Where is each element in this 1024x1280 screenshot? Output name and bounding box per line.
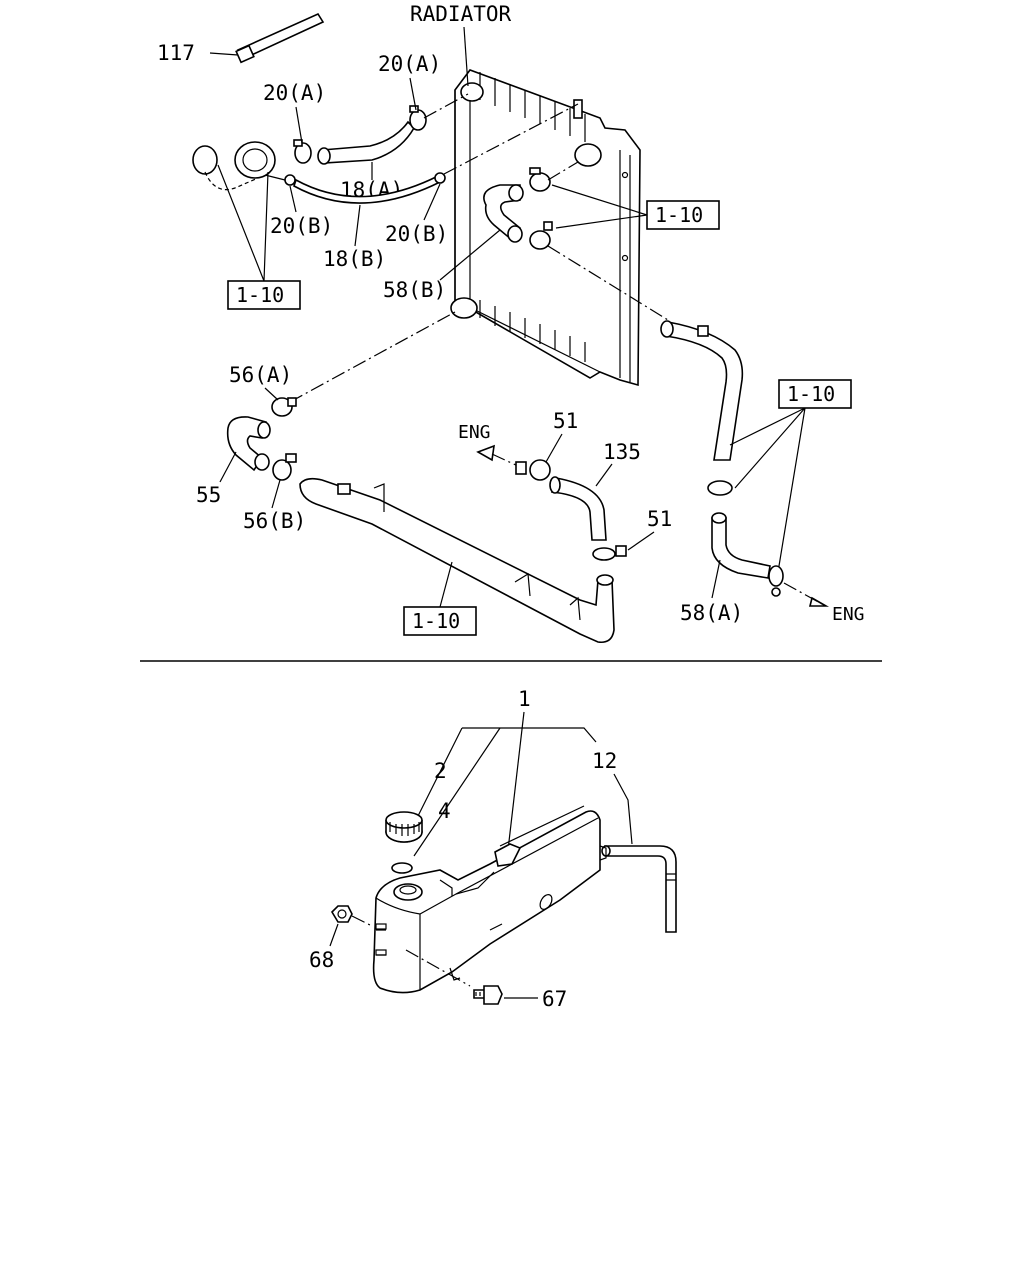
leader-20a-top (409, 77, 417, 111)
leader-ref-box-bottom (439, 561, 453, 608)
part-18a-upper-hose (317, 120, 416, 165)
leader-12 (613, 773, 633, 845)
clamp-20a-right (409, 105, 427, 131)
part-2-tank-cap (385, 811, 423, 843)
callout-20a-top: 20(A) (378, 52, 441, 76)
callout-4: 4 (438, 799, 451, 823)
callout-20b-left: 20(B) (270, 214, 333, 238)
clamp-20b-left (284, 174, 296, 186)
leader-58b (439, 229, 501, 281)
leader-56a (264, 387, 279, 401)
clamp-58a-top (707, 480, 733, 496)
eng-label-left: ENG (458, 422, 491, 443)
clamp-56a (271, 397, 297, 417)
water-pipe (299, 477, 615, 644)
ref-box-right-top-label: 1-10 (655, 203, 703, 227)
clamp-51-top (515, 459, 551, 481)
clamp-51-bottom (592, 545, 627, 561)
leader-117 (209, 52, 239, 56)
radiator-label: RADIATOR (410, 2, 512, 26)
ref-box-right-mid[interactable]: 1-10 (778, 379, 852, 409)
leader-1 (507, 711, 525, 851)
callout-20a-left: 20(A) (263, 81, 326, 105)
callout-56a: 56(A) (229, 363, 292, 387)
callout-67: 67 (542, 987, 567, 1011)
leader-20b-left (289, 185, 297, 213)
part-67-bolt (473, 985, 503, 1005)
leader-1-to-2 (413, 727, 463, 825)
dash-18b-radiator (443, 103, 579, 175)
part-4-gasket (391, 862, 413, 874)
radiator-leader (463, 26, 469, 87)
leader-18b (354, 204, 361, 247)
callout-68: 68 (309, 948, 334, 972)
dash-20a-radiator (423, 93, 469, 119)
clamp-20b-right (434, 172, 446, 184)
arrow-eng-left (476, 444, 495, 462)
arrow-eng-right (808, 596, 830, 607)
dash-to-eng-left (491, 453, 519, 467)
part-68-nut (330, 905, 353, 923)
dash-58b-top (547, 161, 579, 181)
leader-20a-left (295, 106, 303, 144)
leader-1-bracket (462, 727, 597, 743)
clamp-20a-left (293, 139, 312, 164)
ref-box-left[interactable]: 1-10 (227, 280, 301, 310)
leader-51-bottom (627, 531, 655, 551)
callout-2: 2 (434, 759, 447, 783)
clamp-56b (272, 453, 297, 481)
callout-18b: 18(B) (323, 247, 386, 271)
callout-58a: 58(A) (680, 601, 743, 625)
callout-51-top: 51 (553, 409, 578, 433)
part-lower-hose-right (660, 320, 744, 461)
ref-box-left-label: 1-10 (236, 283, 284, 307)
ref-box-bottom-label: 1-10 (412, 609, 460, 633)
eng-label-right: ENG (832, 604, 865, 625)
ref-box-right-mid-label: 1-10 (787, 382, 835, 406)
dash-67 (405, 949, 471, 987)
callout-58b: 58(B) (383, 278, 446, 302)
leader-1-to-4 (413, 727, 501, 857)
dash-68 (351, 915, 373, 927)
part-12-overflow-hose (601, 845, 677, 933)
callout-1: 1 (518, 687, 531, 711)
reserve-tank (372, 805, 607, 994)
leader-55 (219, 451, 237, 483)
part-58b-hose (483, 184, 524, 243)
callout-135: 135 (603, 440, 641, 464)
clamp-58b-bottom (529, 221, 553, 250)
leader-56b (271, 479, 281, 509)
thermostat-housing (192, 141, 286, 191)
callout-117: 117 (157, 41, 195, 65)
leader-ref-box-right-mid (729, 407, 806, 573)
clamp-58a-bottom (768, 565, 784, 597)
part-117-cable-tie (235, 12, 325, 64)
leader-51-top (545, 433, 563, 463)
leader-58a (711, 559, 721, 599)
callout-12: 12 (592, 749, 617, 773)
leader-ref-box-right-top (551, 184, 648, 229)
part-58a-hose (711, 512, 771, 579)
leader-68 (329, 923, 339, 947)
callout-20b-right: 20(B) (385, 222, 448, 246)
leader-20b-right (423, 183, 441, 221)
clamp-58b-top (529, 167, 551, 192)
part-55-hose (226, 416, 271, 472)
ref-box-bottom[interactable]: 1-10 (403, 606, 477, 636)
part-135-hose (549, 476, 607, 541)
callout-56b: 56(B) (243, 509, 306, 533)
dash-56a-radiator (289, 311, 456, 403)
leader-135 (595, 463, 613, 487)
callout-55: 55 (196, 483, 221, 507)
leader-ref-box-left (217, 164, 269, 282)
ref-box-right-top[interactable]: 1-10 (646, 200, 720, 230)
callout-51-bottom: 51 (647, 507, 672, 531)
